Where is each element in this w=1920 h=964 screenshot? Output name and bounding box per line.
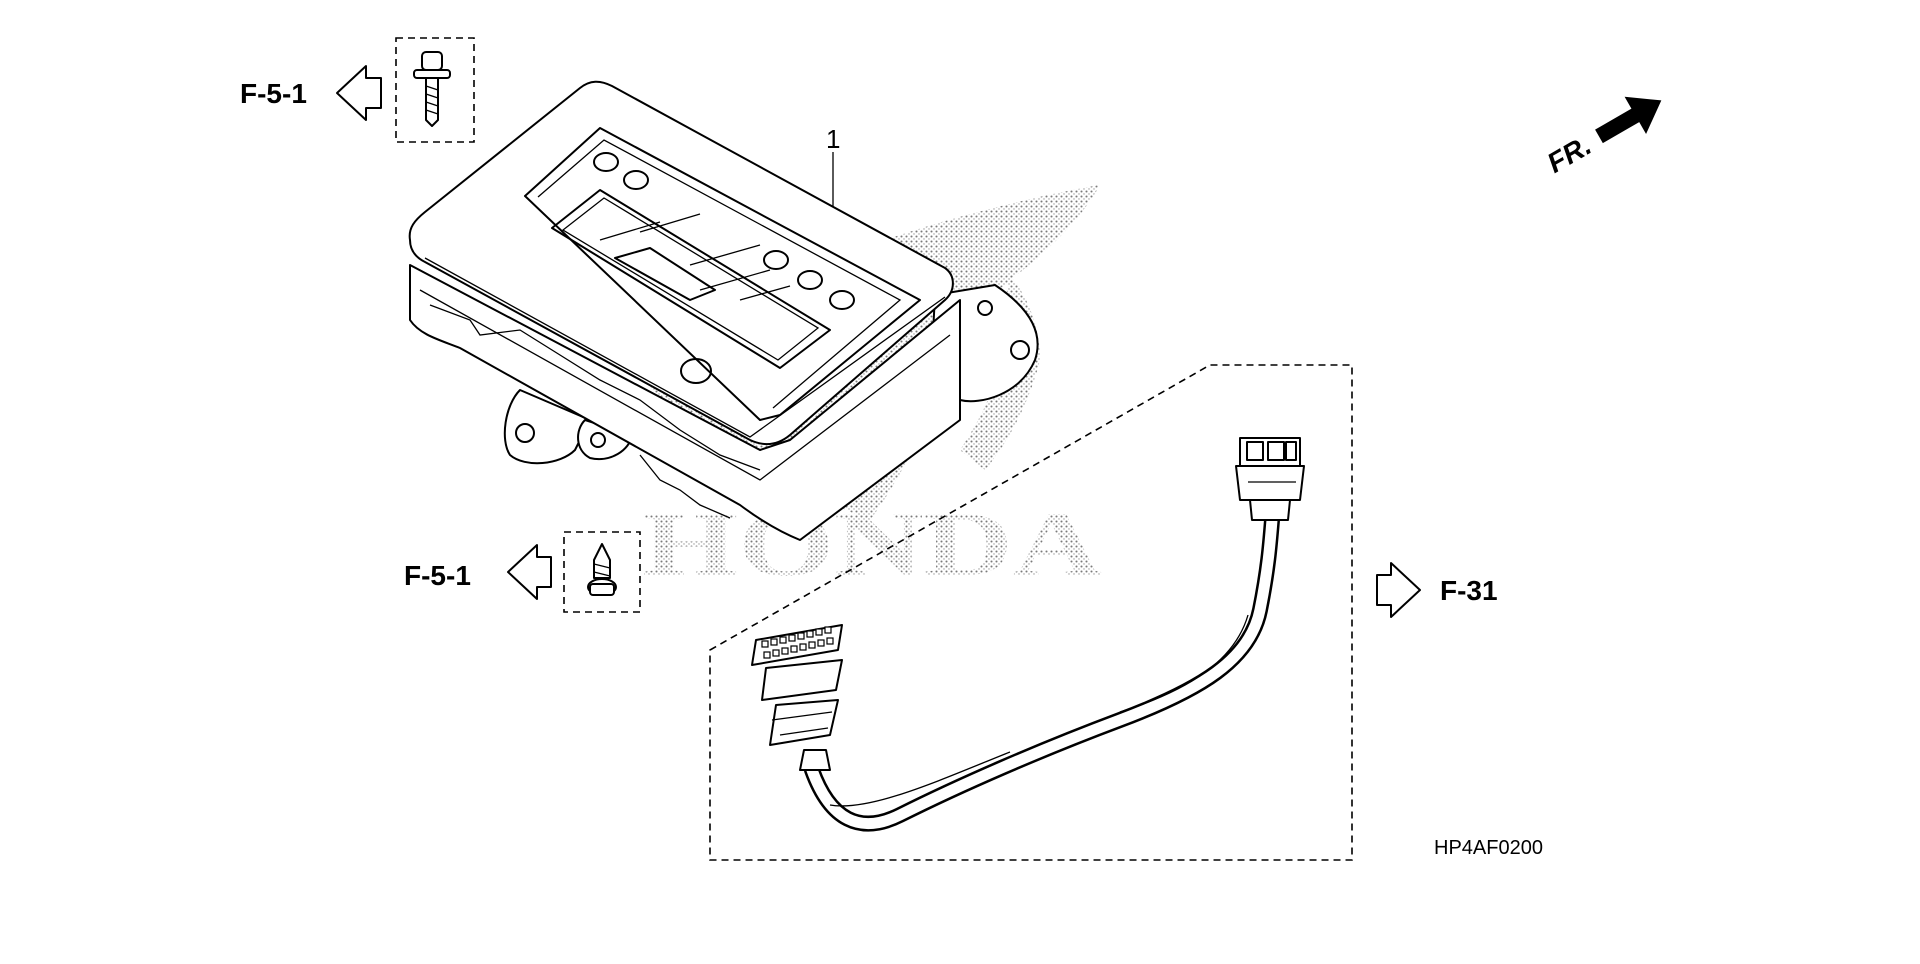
part-number-callout: 1 xyxy=(826,124,840,154)
wire-harness xyxy=(751,437,1305,832)
honda-watermark-text: HONDA xyxy=(642,493,1102,595)
indicator-lamp xyxy=(763,250,789,270)
hollow-left-arrow-icon xyxy=(336,65,382,121)
solid-front-arrow-icon xyxy=(1595,96,1662,144)
harness-detail-box xyxy=(709,364,1353,861)
ref-label-top-left: F-5-1 xyxy=(240,78,307,109)
ref-label-right: F-31 xyxy=(1440,575,1498,606)
hollow-left-arrow-icon xyxy=(507,544,552,600)
front-direction-label: FR. xyxy=(1542,129,1597,178)
front-direction-indicator: FR. xyxy=(1542,96,1662,179)
meter-top-case xyxy=(408,80,954,446)
lower-housing xyxy=(409,264,961,541)
screw-icon xyxy=(587,543,617,596)
meter-unit xyxy=(408,80,1039,541)
indicator-lamp xyxy=(797,270,823,290)
harness-connector-4pin xyxy=(1235,437,1305,521)
ref-label-mid-left: F-5-1 xyxy=(404,560,471,591)
harness-connector-multipin xyxy=(751,624,843,771)
display-recess xyxy=(524,127,921,421)
indicator-lamp xyxy=(623,170,649,190)
indicator-lamp xyxy=(593,152,619,172)
drawing-code: HP4AF0200 xyxy=(1434,837,1543,859)
bolt-icon xyxy=(413,51,451,127)
indicator-lamp xyxy=(829,290,855,310)
left-mount-bracket xyxy=(503,389,591,465)
screw-detail-box xyxy=(563,531,641,613)
bolt-detail-box xyxy=(395,37,475,143)
reset-button xyxy=(680,358,712,384)
hollow-right-arrow-icon xyxy=(1376,562,1421,618)
lcd-segment xyxy=(614,247,716,301)
lcd-window xyxy=(551,189,831,369)
